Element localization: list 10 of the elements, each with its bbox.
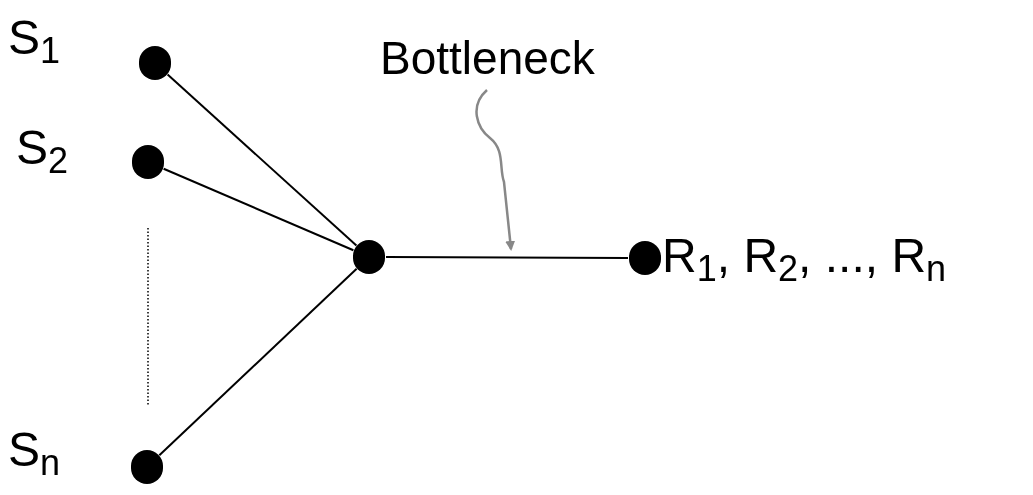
node-label: S$_{n}$ bbox=[8, 422, 61, 480]
node-label: S$_{2}$ bbox=[16, 120, 69, 178]
connector-line bbox=[166, 73, 358, 247]
leader-arrow bbox=[475, 89, 516, 251]
node-label: S$_{1}$ bbox=[8, 10, 61, 68]
connector-line bbox=[162, 167, 355, 252]
connector-line bbox=[385, 256, 629, 259]
bottleneck-label: Bottleneck bbox=[380, 31, 595, 86]
connector-line bbox=[158, 267, 358, 457]
node-label: R$_{1}$, R$_{2}$, ..., R$_{n}$ bbox=[662, 228, 947, 286]
